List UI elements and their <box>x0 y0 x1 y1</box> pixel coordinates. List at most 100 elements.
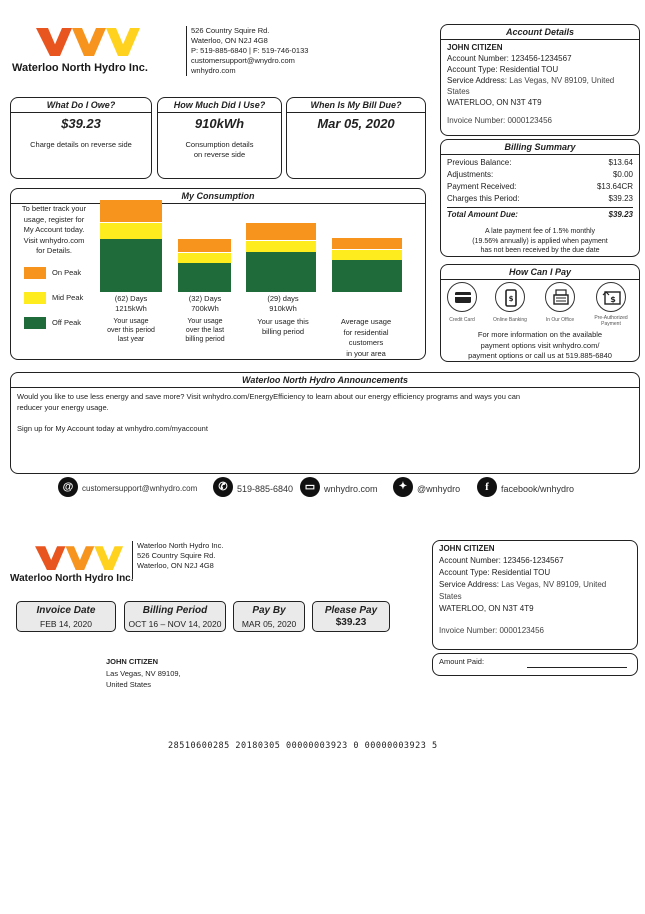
column-label: (62) Days 1215kWh Your usage over this p… <box>98 294 164 344</box>
billing-row: Charges this Period:$39.23 <box>447 193 633 205</box>
due-title: When Is My Bill Due? <box>287 98 425 113</box>
legend-swatch <box>24 317 46 329</box>
bar-separator <box>332 249 402 251</box>
email-icon: @ <box>58 477 78 497</box>
intro-line: My Account today. <box>23 225 85 234</box>
bill-due-box: When Is My Bill Due? Mar 05, 2020 <box>286 97 426 179</box>
mail-line: Las Vegas, NV 89109, <box>106 668 181 678</box>
payment-info-line: payment options or call us at 519.885-68… <box>468 351 612 360</box>
footer-email[interactable]: customersupport@wnhydro.com <box>82 484 198 493</box>
bar-segment-on-peak <box>246 223 316 242</box>
billing-rows: Previous Balance:$13.64 Adjustments:$0.0… <box>447 157 633 221</box>
office-register-icon[interactable] <box>545 282 575 312</box>
announcement-line: Sign up for My Account today at wnhydro.… <box>17 424 208 433</box>
column-desc: billing period <box>185 336 225 343</box>
column-desc: last year <box>117 336 145 343</box>
online-banking-icon[interactable]: $ <box>495 282 525 312</box>
logo-mark-icon <box>36 28 140 56</box>
stub-address-line: Waterloo, ON N2J 4G8 <box>137 561 214 570</box>
consumption-intro: To better track your usage, register for… <box>14 204 94 257</box>
stub-account-box: JOHN CITIZEN Account Number: 123456-1234… <box>432 540 638 650</box>
announcements-box: Waterloo North Hydro Announcements Would… <box>10 372 640 474</box>
intro-line: usage, register for <box>23 214 85 224</box>
row-value: $13.64CR <box>596 182 633 191</box>
column-kwh: 700kWh <box>191 304 219 313</box>
how-can-i-pay-box: How Can I Pay <box>440 264 640 362</box>
row-label: Previous Balance: <box>447 158 512 167</box>
twitter-icon: ✦ <box>393 477 413 497</box>
footer-twitter[interactable]: @wnhydro <box>417 484 461 494</box>
use-note-line: Consumption details <box>185 140 254 149</box>
address-divider <box>186 26 187 76</box>
column-desc: in your area <box>346 348 386 358</box>
invoice-date-pill: Invoice Date FEB 14, 2020 <box>16 601 116 632</box>
customer-name: JOHN CITIZEN <box>447 43 503 52</box>
column-desc: billing period <box>261 327 305 336</box>
stub-address-line: Waterloo North Hydro Inc. <box>137 541 224 550</box>
due-date: Mar 05, 2020 <box>317 116 395 131</box>
footer-web[interactable]: wnhydro.com <box>324 484 378 494</box>
intro-line: To better track your <box>21 204 87 213</box>
late-fee-line: A late payment fee of 1.5% monthly <box>484 228 596 235</box>
service-address-label: Service Address: <box>439 580 500 589</box>
footer-phone[interactable]: 519-885-6840 <box>237 484 294 494</box>
use-note-line: on reverse side <box>193 150 246 159</box>
column-days: (32) Days <box>188 294 222 303</box>
owe-title: What Do I Owe? <box>11 98 151 113</box>
payment-info-line: For more information on the available <box>477 330 603 339</box>
bar-segment-on-peak <box>100 200 162 224</box>
column-label: Average usage for residential customers … <box>330 317 402 359</box>
service-address-label: Service Address: <box>447 76 508 85</box>
bar-segment-off-peak <box>332 260 402 292</box>
company-website[interactable]: wnhydro.com <box>191 66 236 75</box>
column-label: (29) days 910kWh Your usage this billing… <box>246 294 320 337</box>
what-do-i-owe-box: What Do I Owe? $39.23 Charge details on … <box>10 97 152 179</box>
bar-segment-mid-peak <box>246 241 316 252</box>
company-email[interactable]: customersupport@wnydro.com <box>191 56 295 65</box>
account-number: Account Number: 123456-1234567 <box>447 54 572 63</box>
please-pay-pill: Please Pay $39.23 <box>312 601 390 632</box>
billing-period-value: OCT 16 – NOV 14, 2020 <box>128 619 222 629</box>
column-desc: for residential <box>343 327 389 337</box>
consumption-chart <box>95 200 410 292</box>
column-desc: over the last <box>185 327 225 334</box>
address-line: Waterloo, ON N2J 4G8 <box>191 36 268 45</box>
service-address-value: Las Vegas, NV 89109, United <box>501 580 607 589</box>
payment-info-line: payment options visit wnhydro.com/ <box>480 340 600 350</box>
company-logo <box>30 26 160 60</box>
stub-address-line: 526 Country Squire Rd. <box>137 551 216 560</box>
company-address: 526 Country Squire Rd. Waterloo, ON N2J … <box>191 26 308 76</box>
invoice-date-value: FEB 14, 2020 <box>40 619 92 629</box>
amount-paid-line[interactable] <box>527 667 627 668</box>
consumption-title: My Consumption <box>11 189 425 204</box>
bar-separator <box>100 222 162 224</box>
column-days: (62) Days <box>114 294 148 303</box>
stub-account-type: Account Type: Residential TOU <box>439 568 551 577</box>
row-value: $13.64 <box>608 158 633 167</box>
how-pay-title: How Can I Pay <box>441 265 639 280</box>
column-desc: customers <box>348 338 384 347</box>
computer-icon: ▭ <box>300 477 320 497</box>
announcement-line: Would you like to use less energy and sa… <box>17 392 521 401</box>
mail-name: JOHN CITIZEN <box>106 657 159 666</box>
pre-authorized-payment-icon[interactable]: $ <box>596 282 626 312</box>
service-address-line2: States <box>439 592 462 601</box>
legend-label: Mid Peak <box>52 293 84 302</box>
column-desc: over this period <box>107 327 155 334</box>
credit-card-icon[interactable] <box>447 282 477 312</box>
bar-segment-mid-peak <box>332 250 402 261</box>
total-value: $39.23 <box>608 210 633 219</box>
mail-line: United States <box>106 680 152 689</box>
scanline: 28510600285 20180305 00000003923 0 00000… <box>168 741 438 751</box>
bar-segment-on-peak <box>178 239 231 254</box>
intro-line: for Details. <box>36 246 72 255</box>
amount-owed: $39.23 <box>61 116 101 131</box>
column-desc: Your usage this <box>257 317 309 326</box>
phone-icon: ✆ <box>213 477 233 497</box>
row-label: Payment Received: <box>447 182 517 191</box>
bar-segment-off-peak <box>100 239 162 292</box>
billing-summary-title: Billing Summary <box>441 140 639 155</box>
address-line: 526 Country Squire Rd. <box>191 26 270 35</box>
use-note: Consumption details on reverse side <box>158 140 281 160</box>
footer-facebook[interactable]: facebook/wnhydro <box>501 484 575 494</box>
